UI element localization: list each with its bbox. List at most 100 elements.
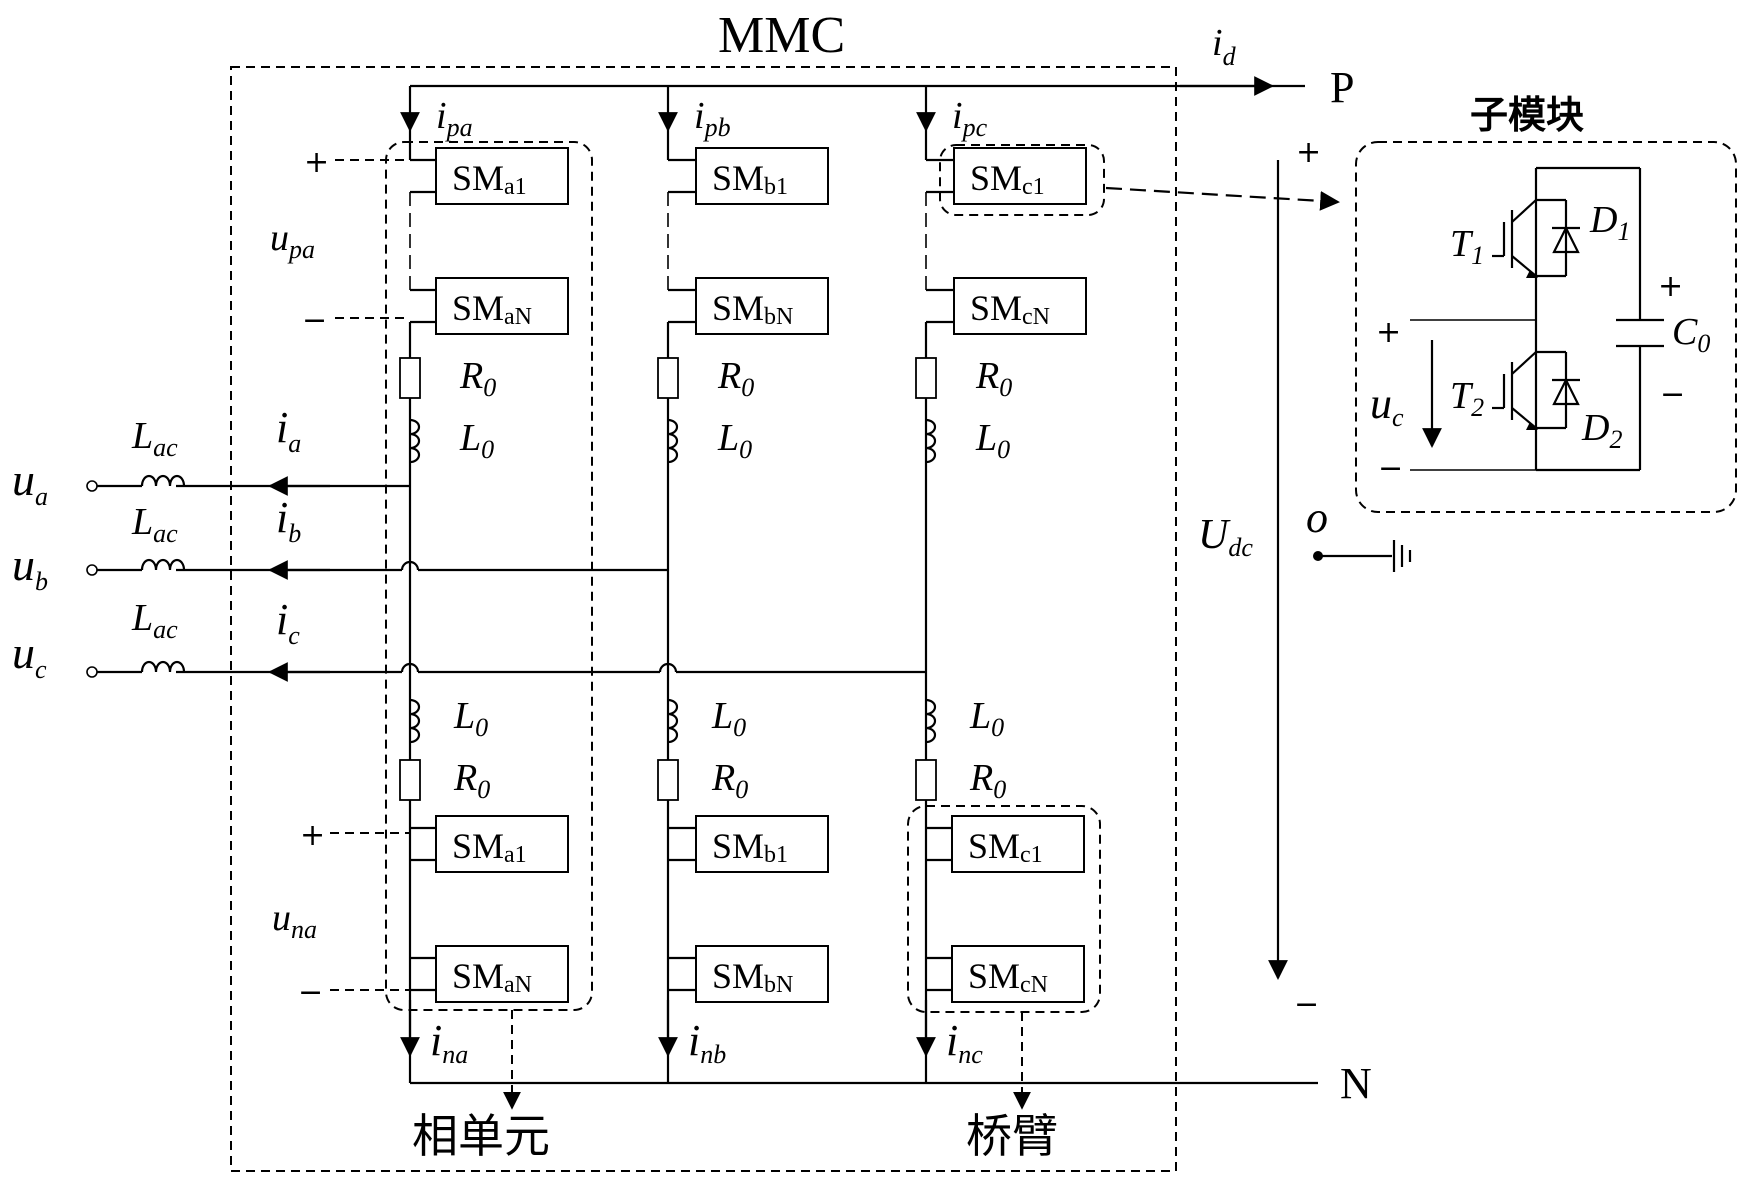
svg-text:L0: L0	[453, 695, 488, 742]
label-ina: ina	[430, 1016, 468, 1069]
svg-text:R0: R0	[453, 757, 490, 804]
submodule-detail-pointer	[1105, 186, 1340, 211]
submodule-cn-lower: SMcN	[951, 945, 1085, 1003]
ac-line-b	[176, 560, 668, 580]
inductor-l0-na	[409, 698, 421, 744]
svg-text:L0: L0	[711, 695, 746, 742]
inductor-l0-pb	[667, 418, 679, 464]
inductor-l0-nc	[925, 698, 937, 744]
svg-text:L0: L0	[717, 417, 752, 464]
svg-text:SMaN: SMaN	[452, 956, 532, 998]
ac-inductors	[97, 474, 186, 674]
terminal-ub	[86, 564, 98, 576]
submodule-c1-lower: SMc1	[951, 815, 1085, 873]
label-inb: inb	[688, 1016, 726, 1069]
svg-text:+: +	[1376, 315, 1401, 350]
terminal-ua	[86, 480, 98, 492]
svg-text:SMa1: SMa1	[452, 826, 527, 868]
svg-text:−: −	[298, 975, 323, 1010]
label-id: id	[1212, 22, 1237, 71]
svg-text:+: +	[300, 818, 325, 853]
phase-unit-highlight	[385, 141, 593, 1011]
label-lac-a: Lac	[131, 415, 178, 462]
label-ia: ia	[276, 403, 301, 458]
svg-text:SMaN: SMaN	[452, 288, 532, 330]
svg-text:T2: T2	[1450, 375, 1484, 422]
submodule-detail: 子模块	[1355, 93, 1737, 513]
svg-text:uc: uc	[1370, 379, 1404, 432]
svg-text:D1: D1	[1589, 199, 1630, 246]
submodule-cn-upper: SMcN	[953, 277, 1087, 335]
arm-voltage-una: + − una	[272, 818, 410, 1010]
svg-text:Udc: Udc	[1198, 512, 1253, 562]
inductor-l0-pc	[925, 418, 937, 464]
arm-voltage-upa: + − upa	[270, 145, 410, 338]
svg-text:L0: L0	[459, 417, 494, 464]
svg-text:+: +	[1296, 135, 1321, 170]
arm-labels-c: R0 L0 L0 R0	[969, 355, 1012, 804]
submodule-a1-upper: SMa1	[435, 147, 569, 205]
svg-text:una: una	[272, 897, 317, 944]
svg-text:SMa1: SMa1	[452, 158, 527, 200]
terminal-p: P	[1330, 63, 1354, 112]
label-lac-b: Lac	[131, 501, 178, 548]
svg-text:R0: R0	[975, 355, 1012, 402]
svg-text:L0: L0	[975, 417, 1010, 464]
label-phase-unit: 相单元	[412, 1109, 550, 1163]
ground-reference: o	[1306, 493, 1412, 572]
mmc-boundary	[230, 66, 1177, 1172]
label-ipc: ipc	[952, 95, 988, 142]
terminal-uc	[86, 666, 98, 678]
phase-leg-a	[399, 86, 436, 1083]
terminal-n: N	[1340, 1059, 1372, 1108]
label-uc: uc	[12, 627, 47, 684]
inductor-l0-pa	[409, 418, 421, 464]
submodule-bn-lower: SMbN	[695, 945, 829, 1003]
svg-text:upa: upa	[270, 217, 315, 264]
svg-text:o: o	[1306, 493, 1328, 542]
submodule-b1-upper: SMb1	[695, 147, 829, 205]
label-ipa: ipa	[436, 95, 473, 142]
arm-labels-b: R0 L0 L0 R0	[711, 355, 754, 804]
svg-text:R0: R0	[717, 355, 754, 402]
svg-text:+: +	[304, 145, 329, 180]
igbt-t1	[1492, 199, 1538, 278]
submodule-a1-lower: SMa1	[435, 815, 569, 873]
ac-line-c	[176, 662, 926, 682]
svg-text:SMb1: SMb1	[712, 826, 788, 868]
dc-voltage-indicator: + − Udc	[1198, 135, 1321, 1022]
label-bridge-arm: 桥臂	[966, 1109, 1058, 1163]
svg-text:−: −	[302, 303, 327, 338]
svg-text:L0: L0	[969, 695, 1004, 742]
bridge-arm-highlight	[907, 805, 1101, 1013]
resistor-r0-pb	[657, 357, 679, 399]
resistor-r0-pa	[399, 357, 421, 399]
resistor-r0-pc	[915, 357, 937, 399]
label-ic: ic	[276, 595, 300, 650]
resistor-r0-nb	[657, 759, 679, 801]
arm-labels-a: R0 L0 L0 R0	[453, 355, 496, 804]
svg-text:SMbN: SMbN	[712, 956, 793, 998]
diode-d1	[1536, 198, 1580, 278]
svg-text:SMc1: SMc1	[968, 826, 1043, 868]
svg-text:R0: R0	[459, 355, 496, 402]
label-ua: ua	[12, 454, 48, 511]
svg-text:R0: R0	[711, 757, 748, 804]
svg-text:SMb1: SMb1	[712, 158, 788, 200]
svg-text:−: −	[1294, 987, 1319, 1022]
label-inc: inc	[946, 1016, 983, 1069]
submodule-bn-upper: SMbN	[695, 277, 829, 335]
label-ib: ib	[276, 493, 301, 548]
submodule-an-upper: SMaN	[435, 277, 569, 335]
resistor-r0-na	[399, 759, 421, 801]
svg-text:−: −	[1660, 377, 1685, 412]
svg-text:SMbN: SMbN	[712, 288, 793, 330]
igbt-t2	[1492, 351, 1538, 430]
svg-text:T1: T1	[1450, 223, 1484, 270]
svg-text:−: −	[1378, 451, 1403, 486]
label-lac-c: Lac	[131, 597, 178, 644]
svg-text:C0: C0	[1672, 311, 1710, 358]
submodule-c1-upper: SMc1	[953, 147, 1087, 205]
diode-d2	[1536, 350, 1580, 430]
